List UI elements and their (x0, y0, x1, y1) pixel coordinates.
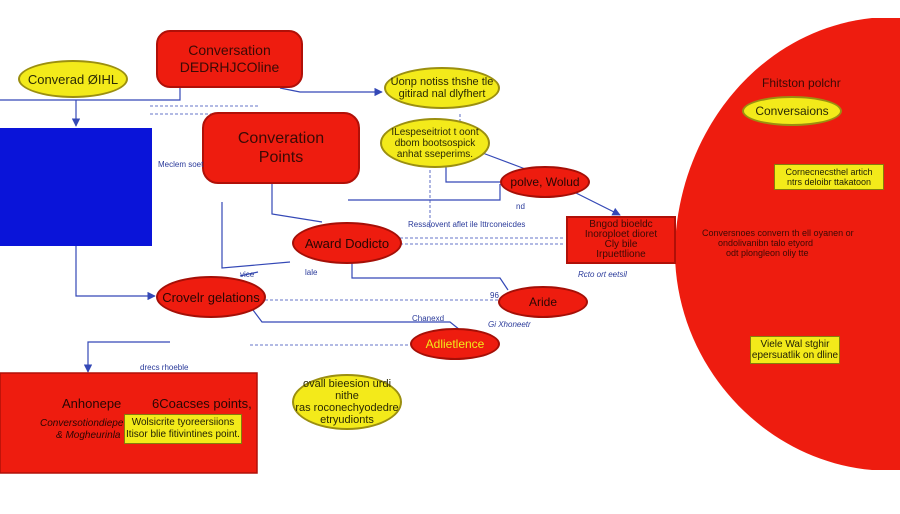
node-label: gitirad nal dlyfhert (398, 88, 486, 100)
edge-label: Gi Xhoneetr (488, 320, 531, 329)
node-label: Conversaions (755, 104, 829, 118)
right-panel-text-3: odt plongleon oliy tte (726, 248, 809, 258)
node-label: ras roconechyodedre (295, 402, 399, 414)
conversation-deck-node[interactable]: Conversation DEDRHJCOline (156, 30, 303, 88)
bottom-left-heading-right: 6Coacses points, (152, 396, 252, 411)
blue-block (0, 128, 152, 246)
edge-label: drecs rhoeble (140, 363, 189, 372)
conversation-points-node[interactable]: Converation Points (202, 112, 360, 184)
node-label: ntrs deloibr ttakatoon (786, 177, 872, 187)
edge-label: Ressaovent aflet ile Ittrconeicdes (408, 220, 526, 229)
right-panel-box-1[interactable]: Cornecnecsthel artich ntrs deloibr ttaka… (774, 164, 884, 190)
node-label: Uonp notiss thshe tle (390, 76, 494, 88)
node-label: Crovelr gelations (162, 289, 260, 305)
connector-line (351, 262, 509, 291)
node-label: Viele Wal stghir (760, 339, 830, 350)
edge-label: lale (305, 268, 318, 277)
node-label: Converation (237, 130, 325, 147)
node-label: Itisor blie fitivintines point. (126, 429, 240, 440)
connector-line (221, 202, 291, 269)
node-label: ovall bieesion urdi nithe (302, 378, 392, 402)
connector-line (83, 341, 170, 373)
bottom-left-heading-left: Anhonepe (62, 396, 122, 411)
bottom-oval[interactable]: ovall bieesion urdi nithe ras roconechyo… (292, 374, 402, 430)
conversations-oval[interactable]: Conversaions (742, 96, 842, 126)
right-panel-text-2: ondolivanibn talo etyord (718, 238, 814, 248)
polve-wolud-node[interactable]: polve, Wolud (500, 166, 590, 198)
right-panel-text-1: Conversnoes convern th ell oyanen or (702, 228, 854, 238)
edge-label: vice (240, 270, 255, 279)
node-label: DEDRHJCOline (179, 59, 280, 75)
edge-label: 96 (490, 291, 499, 300)
connector-line (279, 87, 383, 97)
node-label: etryudionts (320, 414, 374, 426)
node-label: Aride (528, 295, 557, 309)
node-label: dbom bootsospick (394, 137, 476, 149)
connector-line (75, 246, 156, 301)
top-right-oval[interactable]: Uonp notiss thshe tle gitirad nal dlyfhe… (384, 67, 500, 109)
bottom-left-yellow-box[interactable]: Wolsicrite tyoreersiions Itisor blie fit… (124, 414, 242, 444)
converad-oval[interactable]: Converad ØIHL (18, 60, 128, 98)
node-label: Bngod bioeldc (589, 219, 653, 230)
bottom-left-sub-2: & Mogheurinla (56, 430, 121, 441)
node-label: polve, Wolud (510, 175, 580, 189)
award-dodicto-node[interactable]: Award Dodicto (292, 222, 402, 264)
connector-line (348, 184, 501, 201)
node-label: Conversation (188, 42, 271, 58)
edge-label: Meclem soet (158, 160, 204, 169)
right-panel-box-2[interactable]: Viele Wal stghir epersuatlik on dline (750, 336, 840, 364)
right-panel-title: Fhitston polchr (762, 76, 841, 90)
node-label: Cornecnecsthel artich (785, 167, 873, 177)
aride-node[interactable]: Aride (498, 286, 588, 318)
edge-label: Chanexd (412, 314, 445, 323)
connector-line (252, 309, 461, 331)
node-label: epersuatlik on dline (751, 350, 839, 361)
edge-label: Rcto ort eetsil (578, 270, 627, 279)
yellow-mid-oval[interactable]: ILespeseitriot t oont dbom bootsospick a… (380, 118, 490, 168)
node-label: anhat sseperims. (396, 148, 474, 160)
node-label: Points (258, 149, 304, 166)
adlietlence-node[interactable]: Adlietlence (410, 328, 500, 360)
node-label: Award Dodicto (304, 235, 390, 251)
node-label: Inoroploet dioret (584, 229, 658, 240)
crovelr-gelations-node[interactable]: Crovelr gelations (156, 276, 266, 318)
connector-line (0, 88, 181, 101)
right-panel-shape (674, 18, 900, 470)
center-rect-node[interactable]: Bngod bioeldc Inoroploet dioret Cly bile… (566, 216, 676, 264)
node-label: Adlietlence (425, 337, 485, 351)
connector-line (271, 184, 323, 223)
connector-line (239, 271, 259, 277)
bottom-left-sub-1: Conversotiondiepe (40, 418, 124, 429)
node-label: Cly bile (604, 239, 638, 250)
node-label: Wolsicrite tyoreersiions (131, 417, 235, 428)
node-label: Converad ØIHL (27, 71, 119, 87)
node-label: ILespeseitriot t oont (391, 126, 479, 138)
connector-line (479, 151, 529, 171)
edge-label: nd (516, 202, 525, 211)
node-label: Irpuettlione (596, 249, 646, 260)
